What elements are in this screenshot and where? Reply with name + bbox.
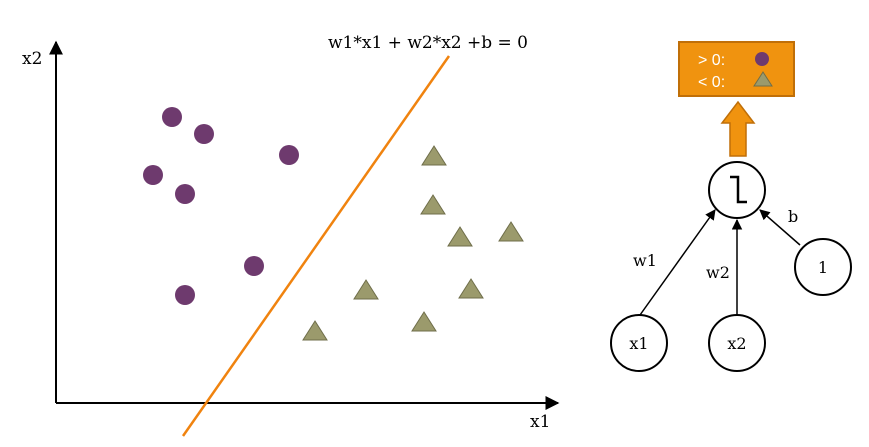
bias-node-circle xyxy=(794,238,852,296)
weight-label-w1: w1 xyxy=(633,251,657,270)
data-point-triangle xyxy=(447,226,473,247)
legend-background xyxy=(678,41,795,97)
output-arrow-icon xyxy=(720,100,756,157)
legend-circle-icon xyxy=(755,52,769,66)
output-node xyxy=(708,161,766,219)
data-point-circle xyxy=(175,285,195,305)
data-point-circle xyxy=(143,165,163,185)
data-point-circle xyxy=(279,145,299,165)
triangle-points xyxy=(302,145,524,341)
data-point-triangle xyxy=(421,145,447,166)
legend-positive-label: > 0: xyxy=(698,52,725,69)
edge-x1-to-output xyxy=(639,209,716,316)
data-point-triangle xyxy=(458,278,484,299)
x-axis-label: x1 xyxy=(530,412,550,432)
input-node-circle xyxy=(708,314,766,372)
input-node-label: x1 xyxy=(629,334,648,353)
bias-node: 1 xyxy=(794,238,852,296)
data-point-triangle xyxy=(302,320,328,341)
input-node-circle xyxy=(610,314,668,372)
circle-points xyxy=(143,107,299,305)
data-point-circle xyxy=(162,107,182,127)
data-point-triangle xyxy=(411,311,437,332)
perceptron-network: > 0: < 0: w1 w2 b x1 x2 1 xyxy=(610,41,852,372)
data-point-circle xyxy=(175,184,195,204)
edge-bias-to-output xyxy=(759,209,801,246)
decision-boundary-label: w1*x1 + w2*x2 +b = 0 xyxy=(328,33,528,53)
weight-label-w2: w2 xyxy=(706,263,730,282)
output-legend-box: > 0: < 0: xyxy=(678,41,795,97)
legend-negative-label: < 0: xyxy=(698,74,725,91)
data-point-circle xyxy=(194,124,214,144)
data-point-triangle xyxy=(353,279,379,300)
input-node-x2: x2 xyxy=(708,314,766,372)
weight-label-b: b xyxy=(788,207,798,226)
input-node-x1: x1 xyxy=(610,314,668,372)
data-point-triangle xyxy=(498,221,524,242)
bias-node-label: 1 xyxy=(818,258,828,277)
y-axis-label: x2 xyxy=(22,49,42,69)
data-point-triangle xyxy=(420,194,446,215)
legend-triangle-icon xyxy=(753,71,773,87)
decision-boundary-line xyxy=(181,55,451,437)
input-node-label: x2 xyxy=(727,334,746,353)
data-point-circle xyxy=(244,256,264,276)
step-function-icon xyxy=(730,175,747,204)
scatter-plot: x2 x1 w1*x1 + w2*x2 +b = 0 xyxy=(22,33,560,437)
